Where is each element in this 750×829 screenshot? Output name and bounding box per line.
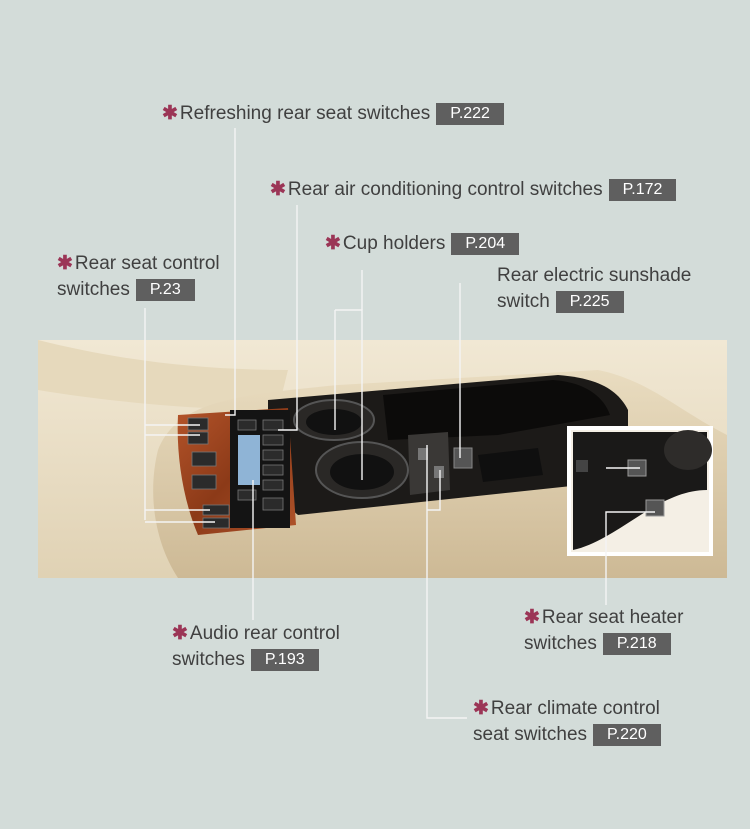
label-text: Audio rear control: [189, 623, 340, 644]
label-text: switches: [57, 279, 130, 300]
label-text: Rear climate control: [490, 698, 660, 719]
page-ref-badge[interactable]: P.193: [250, 649, 319, 671]
leader-seat-heater: [605, 511, 655, 605]
leader-rear-air: [278, 205, 298, 431]
star-mark: ✱: [162, 103, 178, 124]
label-text: seat switches: [473, 724, 588, 745]
star-mark: ✱: [325, 233, 341, 254]
label-text: Refreshing rear seat switches: [179, 103, 431, 124]
leader-climate-seat: [426, 445, 467, 719]
label-text: Rear seat control: [74, 253, 220, 274]
label-text: Rear air conditioning control switches: [287, 179, 603, 200]
label-text: switches: [172, 649, 245, 670]
page-ref-badge[interactable]: P.204: [451, 233, 520, 255]
rear-console-illustration: [38, 340, 727, 578]
page-ref-badge[interactable]: P.172: [608, 179, 677, 201]
star-mark: ✱: [172, 623, 188, 644]
page-ref-badge[interactable]: P.222: [436, 103, 504, 125]
page-ref-badge[interactable]: P.225: [555, 291, 624, 313]
page-ref-badge[interactable]: P.23: [135, 279, 195, 301]
leader-refreshing: [225, 128, 236, 416]
star-mark: ✱: [524, 607, 540, 628]
label-text: switches: [524, 633, 597, 654]
label-text: Cup holders: [342, 233, 446, 254]
leader-cup-holders: [335, 309, 363, 480]
label-text: switch: [497, 291, 550, 312]
star-mark: ✱: [57, 253, 73, 274]
star-mark: ✱: [473, 698, 489, 719]
star-mark: ✱: [270, 179, 286, 200]
page-ref-badge[interactable]: P.220: [593, 724, 661, 746]
page-ref-badge[interactable]: P.218: [602, 633, 671, 655]
label-text: Rear electric sunshade: [497, 265, 692, 286]
label-text: Rear seat heater: [541, 607, 684, 628]
